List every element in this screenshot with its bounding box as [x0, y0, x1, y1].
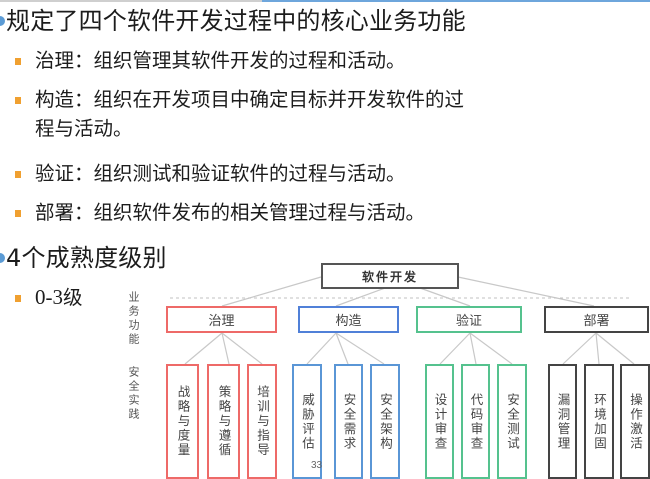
square-bullet-icon [15, 295, 21, 302]
diagram-root-software-development: 软件开发 [321, 263, 459, 289]
practice-security-testing: 安全测试 [497, 364, 527, 479]
category-deployment: 部署 [544, 306, 649, 333]
category-construction: 构造 [298, 306, 399, 333]
function-construction: 构造：组织在开发项目中确定目标并开发软件的过 [35, 88, 465, 111]
practice-security-architecture: 安全架构 [370, 364, 400, 479]
practice-code-review: 代码审查 [461, 364, 490, 479]
practice-operational-enablement: 操作激活 [620, 364, 650, 479]
category-verification: 验证 [416, 306, 522, 333]
practice-design-review: 设计审查 [425, 364, 454, 479]
square-bullet-icon [15, 97, 21, 104]
top-divider-blue [262, 0, 650, 2]
maturity-range: 0-3级 [35, 285, 83, 309]
row-label-business-functions: 业务功能 [127, 291, 140, 347]
square-bullet-icon [15, 58, 21, 65]
function-governance: 治理：组织管理其软件开发的过程和活动。 [35, 49, 406, 72]
practice-strategy-metrics: 战略与度量 [166, 364, 199, 479]
function-construction-cont: 程与活动。 [35, 117, 133, 140]
square-bullet-icon [15, 171, 21, 178]
practice-education-guidance: 培训与指导 [247, 364, 277, 479]
level1-bullet-icon [0, 16, 5, 26]
category-governance: 治理 [166, 306, 277, 333]
practice-threat-assessment: 威胁评估 [292, 364, 322, 479]
practice-environment-hardening: 环境加固 [584, 364, 614, 479]
square-bullet-icon [15, 210, 21, 217]
function-verification: 验证：组织测试和验证软件的过程与活动。 [35, 162, 406, 185]
row-label-security-practices: 安全实践 [127, 366, 140, 422]
top-divider-gray [0, 0, 262, 2]
practice-policy-compliance: 策略与遵循 [207, 364, 240, 479]
heading-maturity-levels: 4个成熟度级别 [6, 244, 167, 272]
level1-bullet-icon [0, 253, 5, 263]
heading-core-functions: 规定了四个软件开发过程中的核心业务功能 [6, 7, 466, 35]
function-deployment: 部署：组织软件发布的相关管理过程与活动。 [35, 201, 426, 224]
practice-vulnerability-management: 漏洞管理 [548, 364, 577, 479]
practice-security-requirements: 安全需求 [334, 364, 363, 479]
page-number: 33 [311, 460, 323, 471]
